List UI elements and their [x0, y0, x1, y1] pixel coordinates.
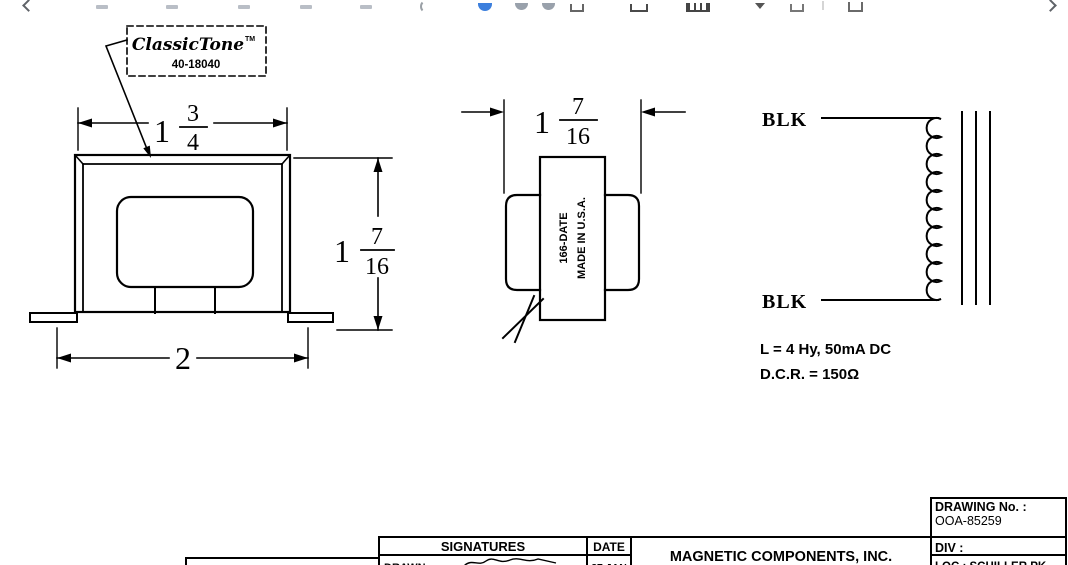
spec-inductance: L = 4 Hy, 50mA DC	[760, 341, 891, 358]
gray-circle-icon-2[interactable]	[542, 3, 555, 10]
front-width-dimension: 1 3 4	[77, 101, 288, 156]
date-label: DATE	[593, 540, 625, 554]
stamp-line-2: MADE IN U.S.A.	[576, 197, 588, 279]
inductor-coil	[925, 117, 944, 301]
glyph-icon-2[interactable]	[790, 4, 804, 12]
tool-icon-a[interactable]	[96, 5, 108, 9]
div-box: DIV :	[930, 536, 1067, 556]
blue-circle-icon[interactable]	[478, 3, 492, 11]
company-name: MAGNETIC COMPONENTS, INC.	[669, 549, 893, 565]
loc-box: LOC : SCHILLER PK	[930, 554, 1067, 565]
schematic-view: BLK BLK L = 4 Hy, 50mA DC D.C.R. = 150Ω	[760, 109, 991, 383]
dim-denominator: 4	[187, 130, 199, 156]
drawn-date-box: 27 JAN	[586, 554, 632, 565]
brand-name: ClassicTone	[132, 35, 244, 55]
caret-down-icon[interactable]	[755, 3, 765, 9]
wire-lead-1	[501, 297, 545, 340]
dim-whole: 1	[334, 233, 350, 269]
tool-icon-e[interactable]	[360, 5, 372, 9]
drawing-no-value: OOA-85259	[935, 514, 1002, 528]
page-icon[interactable]	[848, 2, 863, 12]
spec-dcr: D.C.R. = 150Ω	[760, 366, 859, 383]
stamp-line-1: 166-DATE	[558, 212, 570, 263]
grid-icon[interactable]	[686, 3, 710, 12]
back-icon[interactable]	[22, 0, 35, 12]
dim-numerator: 7	[371, 224, 383, 250]
front-view	[29, 153, 334, 323]
paren-icon[interactable]	[420, 0, 432, 13]
spec-note-box: UNLESS OTHERWISE SPECIFIED	[185, 557, 380, 565]
drawing-no-box: DRAWING No. : OOA-85259	[930, 497, 1067, 538]
mounting-flange-right	[287, 312, 334, 323]
gray-circle-icon-1[interactable]	[515, 3, 528, 10]
lamination-window	[115, 195, 255, 289]
classictone-label: ClassicTone TM 40-18040	[104, 25, 267, 158]
signatures-label: SIGNATURES	[440, 539, 526, 554]
side-width-dimension: 1 7 16	[461, 94, 686, 194]
drawing-no-label: DRAWING No. :	[935, 500, 1027, 514]
frame-icon[interactable]	[630, 4, 648, 12]
drawn-row: DRAWN :	[378, 554, 588, 565]
viewer-toolbar	[0, 0, 1068, 13]
company-box: MAGNETIC COMPONENTS, INC.	[630, 536, 932, 565]
technical-drawing: ClassicTone TM 40-18040	[29, 25, 991, 383]
drawn-label: DRAWN :	[384, 562, 432, 565]
tool-icon-b[interactable]	[166, 5, 178, 9]
lead-label-bottom: BLK	[762, 291, 807, 313]
tool-icon-c[interactable]	[238, 5, 250, 9]
lamination-stack	[538, 155, 607, 322]
part-number: 40-18040	[172, 59, 221, 71]
wire-lead-2	[513, 294, 536, 344]
end-bell-right	[603, 193, 641, 292]
leader-arrowhead	[143, 145, 151, 158]
trademark-symbol: TM	[245, 36, 255, 43]
dim-whole: 1	[154, 113, 170, 149]
drawn-date: 27 JAN	[591, 562, 627, 565]
end-bell-left	[504, 193, 542, 292]
forward-icon[interactable]	[1044, 0, 1057, 12]
divider	[822, 1, 824, 10]
dim-whole: 1	[534, 104, 550, 140]
front-base-dimension: 2	[56, 327, 309, 376]
loc-label: LOC : SCHILLER PK	[935, 561, 1046, 565]
div-label: DIV :	[935, 541, 964, 555]
signatures-header-box: SIGNATURES	[378, 536, 588, 556]
dim-denominator: 16	[566, 124, 590, 150]
drawn-signature	[464, 558, 557, 565]
tool-icon-d[interactable]	[300, 5, 312, 9]
side-view: 166-DATE MADE IN U.S.A.	[501, 155, 641, 344]
glyph-icon[interactable]	[570, 4, 584, 12]
front-height-dimension: 1 7 16	[293, 157, 395, 331]
dim-numerator: 7	[572, 94, 584, 120]
dim-value: 2	[175, 340, 191, 376]
dim-numerator: 3	[187, 101, 199, 127]
core-lines	[961, 111, 991, 305]
dim-denominator: 16	[365, 254, 389, 280]
date-header-box: DATE	[586, 536, 632, 556]
mounting-flange-left	[29, 312, 78, 323]
lead-label-top: BLK	[762, 109, 807, 131]
